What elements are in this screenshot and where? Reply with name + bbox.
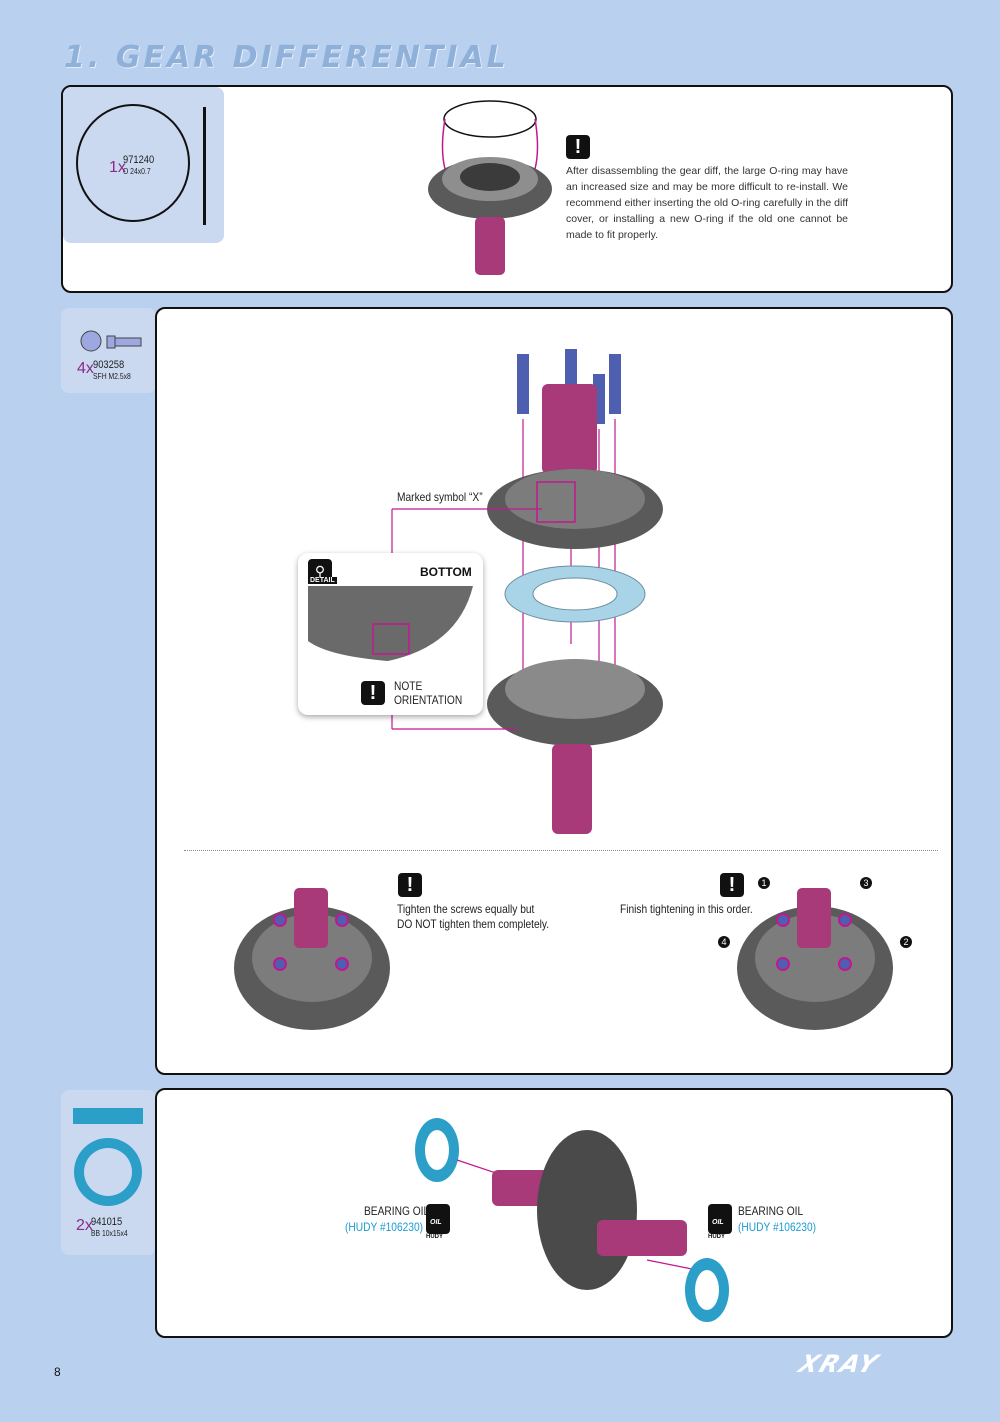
screw-icon xyxy=(80,330,142,352)
detail-box: ⚲ DETAIL BOTTOM ! NOTE ORIENTATION xyxy=(298,553,483,715)
hudy-label-left: (HUDY #106230) xyxy=(345,1220,424,1234)
section-divider xyxy=(184,850,938,851)
order-number-4: 4 xyxy=(718,936,730,948)
oil-label-right: BEARING OIL xyxy=(738,1204,804,1218)
hudy-label-right: (HUDY #106230) xyxy=(738,1220,817,1234)
bearing-install-illustration xyxy=(415,1118,729,1322)
tighten-note-line1: Tighten the screws equally but xyxy=(397,902,535,916)
tighten-right-illustration xyxy=(737,888,893,1030)
step1-note: After disassembling the gear diff, the l… xyxy=(566,165,848,241)
step2-part-box: 4x 903258 SFH M2.5x8 xyxy=(61,308,156,393)
oil-label-left: BEARING OIL xyxy=(364,1204,430,1218)
diff-assembly-illustration xyxy=(487,349,663,834)
oil-icon-left: OIL xyxy=(426,1204,450,1234)
note-line2: ORIENTATION xyxy=(394,693,463,707)
tighten-note-line2: DO NOT tighten them completely. xyxy=(397,917,550,931)
step3-part-box: 2x 941015 BB 10x15x4 xyxy=(61,1090,156,1255)
step3-panel xyxy=(155,1088,953,1338)
page-number: 8 xyxy=(54,1365,61,1379)
step1-part-number: 971240 O 24x0.7 xyxy=(123,154,155,177)
oring-icon xyxy=(76,104,206,225)
detail-tag: DETAIL xyxy=(308,577,337,584)
hudy-brand-left: HUDY xyxy=(426,1234,444,1240)
diff-oring-illustration xyxy=(428,100,552,275)
oil-icon-left-text: OIL xyxy=(430,1219,442,1226)
step1-qty: 1x xyxy=(109,159,126,176)
step2-part-number: 903258 SFH M2.5x8 xyxy=(93,359,131,382)
oil-icon-right-text: OIL xyxy=(712,1219,724,1226)
tighten-left-illustration xyxy=(234,888,390,1030)
detail-bottom-view xyxy=(308,586,473,661)
page-title: 1. GEAR DIFFERENTIAL xyxy=(64,40,509,75)
step1-part-box: 1x 971240 O 24x0.7 xyxy=(63,87,224,243)
oil-icon-right: OIL xyxy=(708,1204,732,1234)
order-number-1: 1 xyxy=(758,877,770,889)
order-number-3: 3 xyxy=(860,877,872,889)
hudy-brand-right: HUDY xyxy=(708,1234,726,1240)
order-note: Finish tightening in this order. xyxy=(620,902,753,916)
tighten-warning-icon: ! xyxy=(398,873,422,897)
bottom-label: BOTTOM xyxy=(420,565,472,579)
order-number-2: 2 xyxy=(900,936,912,948)
note-line1: NOTE xyxy=(394,679,423,693)
order-warning-icon: ! xyxy=(720,873,744,897)
bearing-icon xyxy=(73,1108,143,1206)
warning-icon: ! xyxy=(566,135,590,159)
marked-symbol-label: Marked symbol “X” xyxy=(397,490,483,504)
note-orientation-icon: ! xyxy=(361,681,385,705)
step1-panel: 1x 971240 O 24x0.7 ! After disassembling… xyxy=(61,85,953,293)
step2-qty: 4x xyxy=(77,360,94,377)
step3-qty: 2x xyxy=(76,1217,93,1234)
step3-part-number: 941015 BB 10x15x4 xyxy=(91,1216,128,1239)
xray-logo: XRAY xyxy=(794,1350,884,1378)
